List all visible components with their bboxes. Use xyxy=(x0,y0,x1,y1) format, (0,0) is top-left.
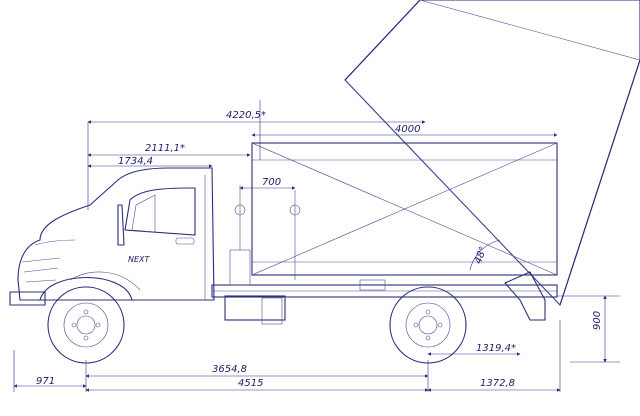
dim-rear-overhang: 1372,8 xyxy=(480,378,515,389)
rear-wheel xyxy=(389,286,467,364)
front-wheel xyxy=(47,286,125,364)
cab-badge: NEXT xyxy=(128,255,151,264)
dim-cab-to-axle: 2111,1* xyxy=(145,143,185,154)
dim-frame-height: 900 xyxy=(592,311,603,330)
dim-overall-length: 4220,5* xyxy=(226,110,266,121)
truck-cab: NEXT xyxy=(9,167,215,306)
dimension-lines-bottom xyxy=(13,320,561,392)
dim-tilt-angle: 48° xyxy=(473,245,489,265)
dim-hook-offset: 700 xyxy=(262,177,281,188)
dimension-height xyxy=(557,295,620,363)
dim-rear-axle-offset: 1319,4* xyxy=(476,343,516,354)
front-wheel-arch xyxy=(39,276,133,301)
dimension-lines-top xyxy=(87,100,558,210)
dim-body-length: 4000 xyxy=(395,124,420,135)
dim-cab-length: 1734,4 xyxy=(118,156,153,167)
lowered-container xyxy=(251,142,558,276)
chassis-frame xyxy=(211,185,558,325)
dim-front-overhang: 971 xyxy=(36,376,55,387)
dim-total-span: 4515 xyxy=(238,378,263,389)
tilted-container xyxy=(344,0,640,307)
tilt-angle-arc xyxy=(469,239,501,271)
dim-wheelbase: 3654,8 xyxy=(212,364,247,375)
